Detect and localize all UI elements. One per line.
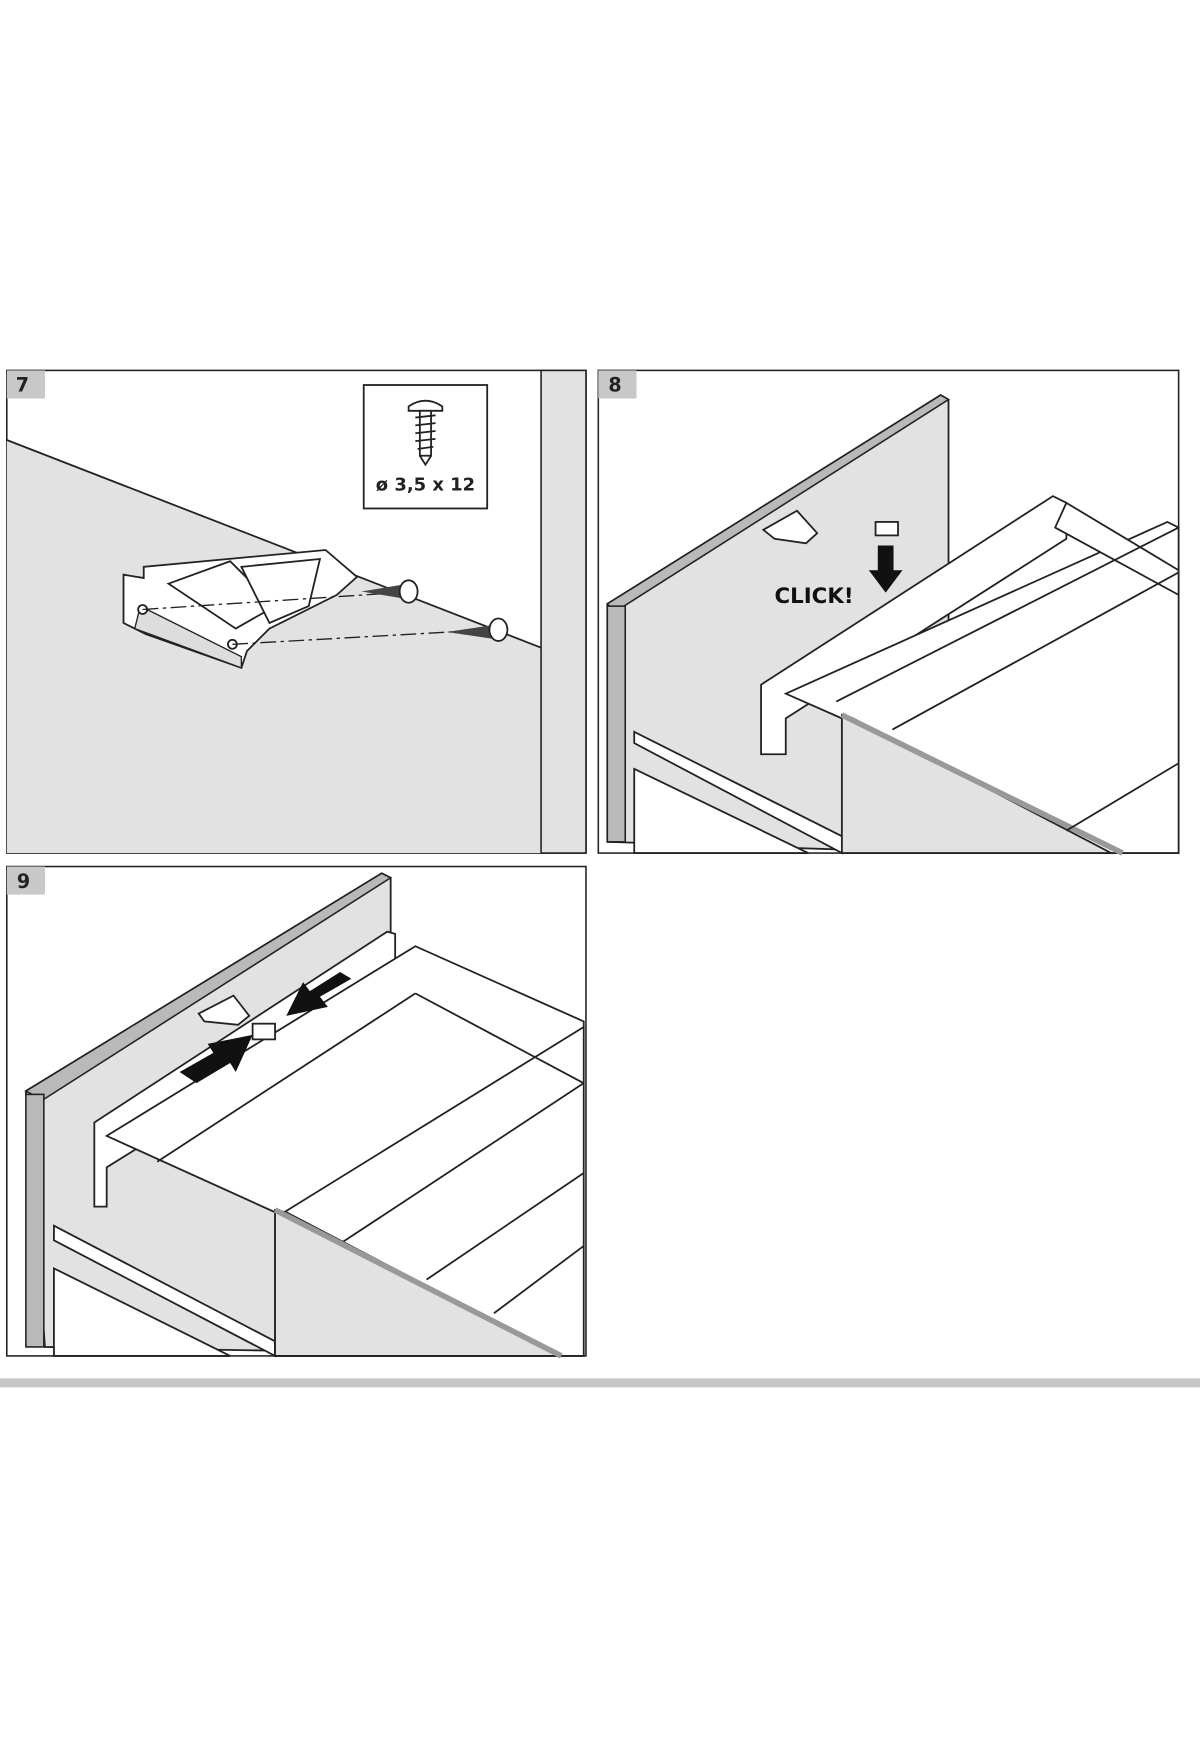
step-number: 8 bbox=[608, 375, 621, 397]
clip-part bbox=[251, 1022, 276, 1041]
mounting-bracket bbox=[122, 549, 359, 670]
step-number-badge bbox=[6, 866, 45, 895]
step-9-panel: 9 bbox=[5, 865, 587, 1359]
click-label: CLICK! bbox=[775, 584, 854, 609]
arrow-push-right-icon bbox=[179, 1034, 253, 1084]
arrow-down-icon bbox=[868, 545, 903, 593]
clip-bracket bbox=[761, 509, 819, 545]
screw-icon bbox=[446, 617, 509, 642]
step-number: 7 bbox=[16, 375, 29, 397]
page-divider bbox=[0, 1378, 1200, 1388]
clip-bracket bbox=[197, 994, 251, 1026]
clip-part bbox=[874, 521, 899, 537]
step-number-badge bbox=[598, 370, 637, 399]
step-number-badge bbox=[6, 370, 45, 399]
screw-spec-box: ø 3,5 x 12 bbox=[362, 384, 489, 510]
step-8-panel: CLICK! 8 bbox=[597, 369, 1180, 856]
arrow-push-left-icon bbox=[286, 972, 352, 1016]
step-number: 9 bbox=[17, 871, 30, 893]
step-7-panel: 7 ø 3,5 x 12 bbox=[5, 369, 587, 854]
screw-icon bbox=[361, 579, 419, 604]
screw-icon bbox=[407, 399, 444, 467]
cabinet-side-wall bbox=[540, 369, 587, 854]
screw-spec-label: ø 3,5 x 12 bbox=[376, 475, 475, 496]
